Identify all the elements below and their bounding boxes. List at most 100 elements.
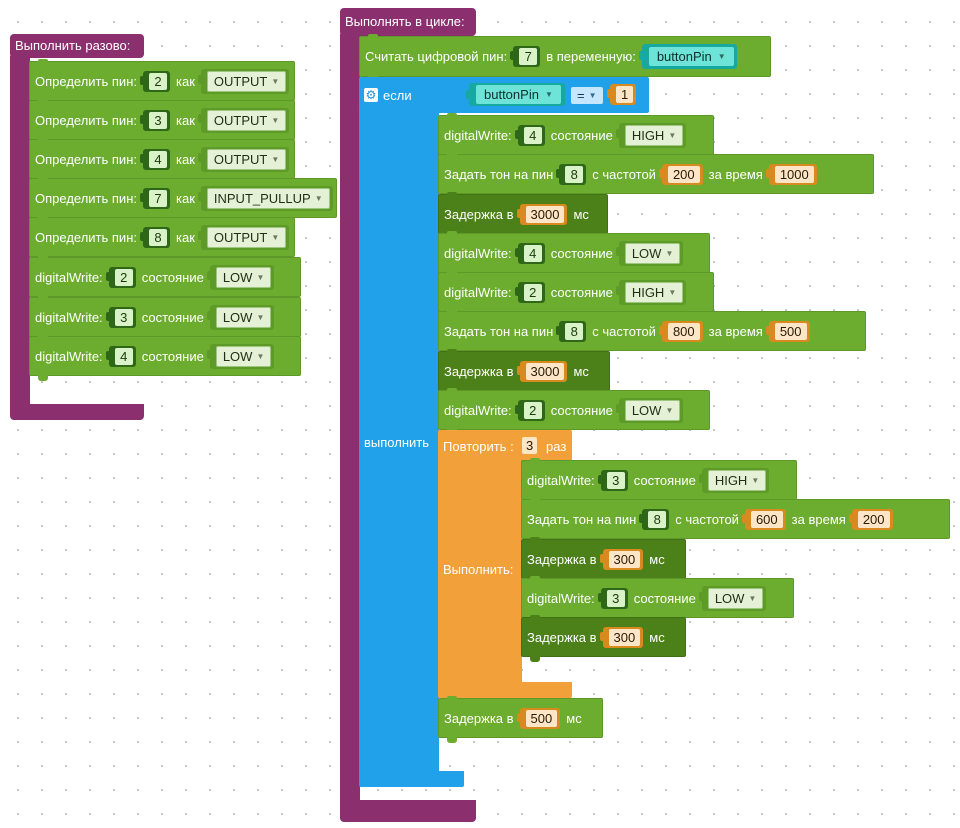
delay-value[interactable]: 500 [516, 707, 561, 729]
gear-icon[interactable]: ⚙ [364, 88, 378, 102]
frequency-label: с частотой [592, 166, 656, 182]
delay-block[interactable]: Задержка в 3000 мс [438, 192, 608, 239]
delay-label: Задержка в [444, 710, 514, 726]
chevron-down-icon: ▼ [751, 475, 760, 485]
setup-hat-block[interactable]: Выполнить разово: [10, 34, 144, 58]
duration-value[interactable]: 200 [848, 508, 893, 530]
duration-value[interactable]: 500 [765, 320, 810, 342]
state-label: состояние [633, 472, 696, 488]
pin-number-socket[interactable]: 3 [597, 587, 628, 609]
repeat-count[interactable]: 3 [522, 437, 538, 454]
state-dropdown[interactable]: LOW▼ [707, 587, 764, 609]
tone-block[interactable]: Задать тон на пин 8 с частотой 200 за вр… [438, 152, 874, 199]
pin-number-socket[interactable]: 4 [514, 242, 545, 264]
as-label: как [176, 151, 195, 167]
pin-number-socket[interactable]: 8 [639, 508, 670, 530]
duration-value[interactable]: 1000 [765, 163, 817, 185]
digital-write-block[interactable]: digitalWrite: 2 состояние HIGH▼ [438, 270, 714, 317]
delay-label: Задержка в [527, 551, 597, 567]
delay-block[interactable]: Задержка в 3000 мс [438, 349, 610, 396]
chevron-down-icon: ▼ [665, 405, 674, 415]
read-digital-pin-block[interactable]: Считать цифровой пин: 7 в переменную: bu… [359, 34, 771, 82]
state-dropdown[interactable]: LOW▼ [215, 306, 272, 328]
pin-mode-block-4[interactable]: Определить пин: 7 как INPUT_PULLUP▼ [29, 176, 337, 223]
delay-label: Задержка в [444, 206, 514, 222]
delay-block[interactable]: Задержка в 500 мс [438, 696, 603, 743]
if-variable-dropdown[interactable]: buttonPin▼ [476, 85, 561, 104]
repeat-block-foot [438, 682, 572, 698]
pin-number-socket[interactable]: 8 [556, 163, 587, 185]
chevron-down-icon: ▼ [256, 312, 265, 322]
delay-value[interactable]: 3000 [516, 203, 568, 225]
digital-write-label: digitalWrite: [35, 309, 103, 325]
pin-number-socket[interactable]: 2 [514, 399, 545, 421]
pin-number-socket[interactable]: 2 [514, 281, 545, 303]
pin-number-socket[interactable]: 7 [510, 46, 541, 67]
repeat-block-header[interactable]: Повторить : 3 раз [438, 430, 572, 462]
loop-hat-foot [340, 800, 476, 822]
pin-number-socket[interactable]: 2 [140, 70, 170, 92]
state-dropdown[interactable]: HIGH▼ [624, 281, 684, 303]
variable-dropdown[interactable]: buttonPin▼ [648, 47, 734, 66]
pin-number-socket[interactable]: 8 [140, 226, 170, 248]
ms-label: мс [649, 551, 665, 567]
pin-mode-block-3[interactable]: Определить пин: 4 как OUTPUT▼ [29, 137, 295, 184]
frequency-value[interactable]: 600 [741, 508, 786, 530]
compare-value-socket[interactable]: 1 [606, 84, 637, 105]
digital-write-block[interactable]: digitalWrite: 4 состояние LOW▼ [438, 231, 710, 278]
chevron-down-icon: ▼ [544, 90, 553, 99]
digital-write-block[interactable]: digitalWrite: 2 состояние LOW▼ [29, 255, 301, 302]
pin-mode-block-2[interactable]: Определить пин: 3 как OUTPUT▼ [29, 98, 295, 145]
pin-number-socket[interactable]: 3 [140, 109, 170, 131]
as-label: как [176, 112, 195, 128]
state-dropdown[interactable]: LOW▼ [215, 345, 272, 367]
frequency-value[interactable]: 200 [658, 163, 703, 185]
digital-write-block[interactable]: digitalWrite: 3 состояние HIGH▼ [521, 458, 797, 505]
delay-value[interactable]: 300 [599, 548, 644, 570]
frequency-value[interactable]: 800 [658, 320, 703, 342]
state-dropdown[interactable]: LOW▼ [624, 242, 681, 264]
delay-block[interactable]: Задержка в 300 мс [521, 537, 686, 584]
pin-number-socket[interactable]: 3 [105, 306, 136, 328]
pin-number-socket[interactable]: 4 [140, 148, 170, 170]
pin-mode-label: Определить пин: [35, 151, 137, 167]
delay-block[interactable]: Задержка в 300 мс [521, 615, 686, 662]
digital-write-block[interactable]: digitalWrite: 4 состояние LOW▼ [29, 334, 301, 381]
state-dropdown[interactable]: HIGH▼ [707, 469, 767, 491]
pin-mode-dropdown[interactable]: INPUT_PULLUP▼ [206, 187, 330, 209]
pin-mode-block-5[interactable]: Определить пин: 8 как OUTPUT▼ [29, 215, 295, 262]
pin-number-socket[interactable]: 8 [556, 320, 587, 342]
duration-label: за время [708, 166, 763, 182]
digital-write-block[interactable]: digitalWrite: 4 состояние HIGH▼ [438, 113, 714, 160]
pin-number-socket[interactable]: 2 [105, 266, 136, 288]
pin-mode-label: Определить пин: [35, 229, 137, 245]
pin-mode-block-1[interactable]: Определить пин: 2 как OUTPUT▼ [29, 59, 295, 106]
delay-value[interactable]: 300 [599, 626, 644, 648]
tone-block[interactable]: Задать тон на пин 8 с частотой 600 за вр… [521, 497, 950, 544]
pin-mode-dropdown[interactable]: OUTPUT▼ [206, 70, 287, 92]
chevron-down-icon: ▼ [271, 115, 280, 125]
delay-value[interactable]: 3000 [516, 360, 568, 382]
pin-number-socket[interactable]: 7 [140, 187, 170, 209]
digital-write-block[interactable]: digitalWrite: 2 состояние LOW▼ [438, 388, 710, 435]
tone-block[interactable]: Задать тон на пин 8 с частотой 800 за вр… [438, 309, 866, 356]
pin-number-socket[interactable]: 3 [597, 469, 628, 491]
digital-write-block[interactable]: digitalWrite: 3 состояние LOW▼ [29, 295, 301, 342]
state-dropdown[interactable]: LOW▼ [215, 266, 272, 288]
tone-label: Задать тон на пин [527, 511, 637, 527]
state-dropdown[interactable]: HIGH▼ [624, 124, 684, 146]
pin-mode-dropdown[interactable]: OUTPUT▼ [206, 109, 287, 131]
read-pin-label: Считать цифровой пин: [365, 49, 508, 64]
state-dropdown[interactable]: LOW▼ [624, 399, 681, 421]
pin-number-socket[interactable]: 4 [514, 124, 545, 146]
pin-number-socket[interactable]: 4 [105, 345, 136, 367]
pin-mode-dropdown[interactable]: OUTPUT▼ [206, 148, 287, 170]
chevron-down-icon: ▼ [271, 232, 280, 242]
digital-write-block[interactable]: digitalWrite: 3 состояние LOW▼ [521, 576, 794, 623]
comparison-operator-dropdown[interactable]: =▼ [571, 87, 603, 104]
if-block-header[interactable]: ⚙ если buttonPin▼ =▼ 1 [359, 77, 649, 113]
delay-label: Задержка в [444, 363, 514, 379]
pin-mode-dropdown[interactable]: OUTPUT▼ [206, 226, 287, 248]
pin-mode-label: Определить пин: [35, 190, 137, 206]
loop-hat-block[interactable]: Выполнять в цикле: [340, 8, 476, 36]
